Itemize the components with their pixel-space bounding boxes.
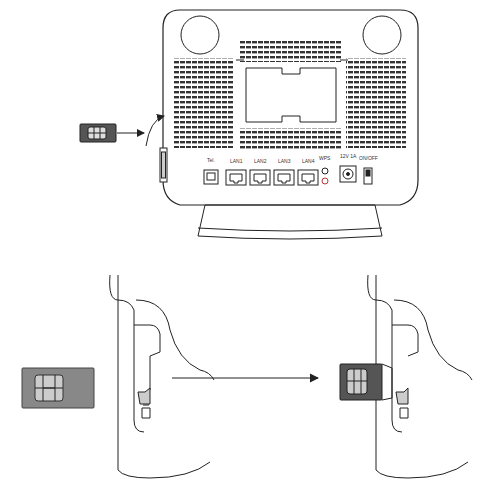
port-label: LAN4: [302, 159, 315, 164]
port-label: ON/OFF: [359, 156, 378, 161]
port-label: WPS: [319, 156, 330, 161]
port-label: LAN2: [254, 159, 267, 164]
port-label: LAN3: [278, 159, 291, 164]
port-label: 12V 1A: [340, 154, 356, 159]
port-label: LAN1: [230, 159, 243, 164]
port-label: Tel.: [207, 158, 215, 163]
